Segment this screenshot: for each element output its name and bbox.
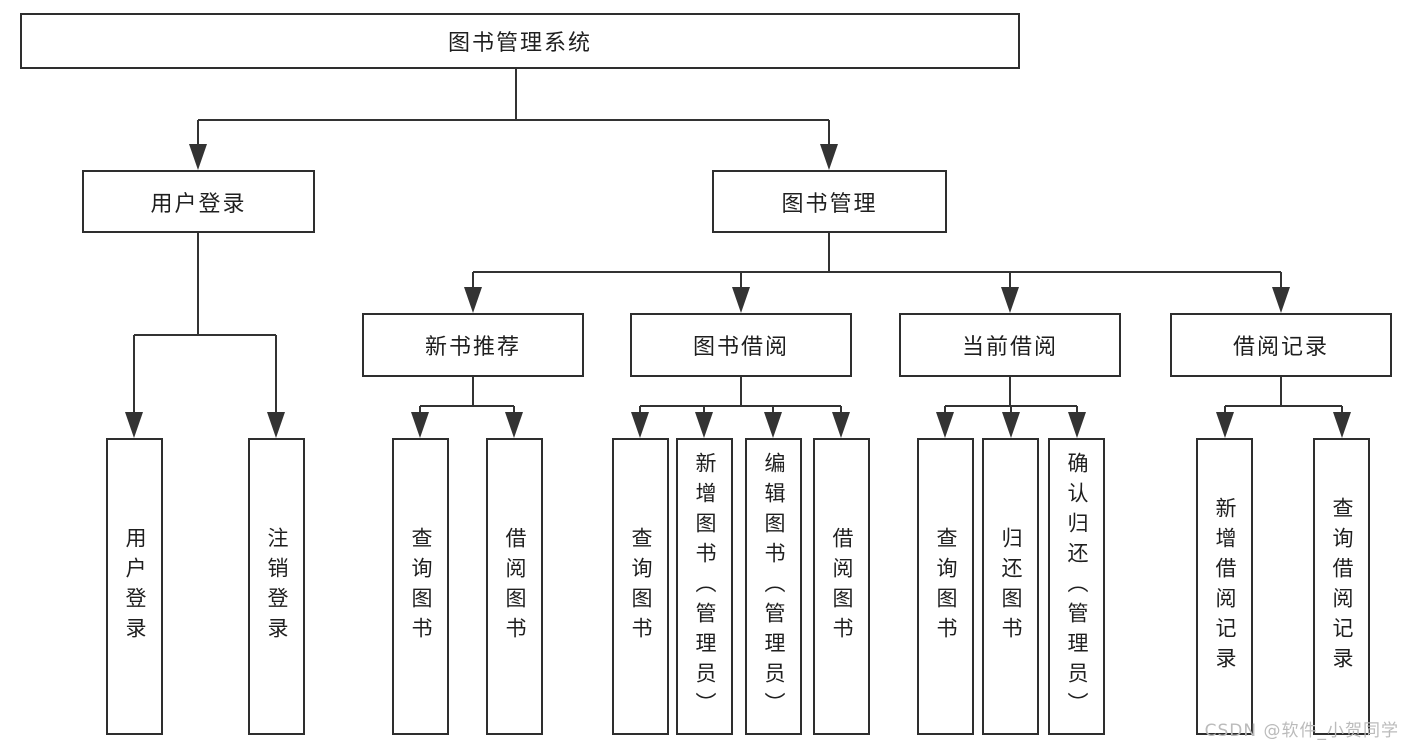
- leaf-query-books-current-label: 查询图书: [934, 526, 958, 647]
- leaf-logout: 注销登录: [248, 438, 305, 735]
- node-current-borrowing: 当前借阅: [899, 313, 1121, 377]
- leaf-query-borrow-record-label: 查询借阅记录: [1330, 496, 1354, 677]
- leaf-add-borrow-record: 新增借阅记录: [1196, 438, 1253, 735]
- leaf-query-books-current: 查询图书: [917, 438, 974, 735]
- node-borrowing-records: 借阅记录: [1170, 313, 1392, 377]
- leaf-return-book-label: 归还图书: [999, 526, 1023, 647]
- leaf-confirm-return-admin: 确认归还（管理员）: [1048, 438, 1105, 735]
- node-book-management: 图书管理: [712, 170, 947, 233]
- leaf-query-books-borrowing-label: 查询图书: [629, 526, 653, 647]
- leaf-query-books-recommend: 查询图书: [392, 438, 449, 735]
- leaf-return-book: 归还图书: [982, 438, 1039, 735]
- leaf-borrow-books-recommend-label: 借阅图书: [503, 526, 527, 647]
- leaf-add-book-admin: 新增图书（管理员）: [676, 438, 733, 735]
- csdn-watermark: CSDN @软件_小贺同学: [1204, 721, 1399, 741]
- leaf-borrow-books: 借阅图书: [813, 438, 870, 735]
- node-user-login: 用户登录: [82, 170, 315, 233]
- leaf-edit-book-admin-label: 编辑图书（管理员）: [762, 451, 786, 722]
- node-root: 图书管理系统: [20, 13, 1020, 69]
- node-borrowing-records-label: 借阅记录: [1232, 335, 1329, 360]
- leaf-query-books-recommend-label: 查询图书: [409, 526, 433, 647]
- leaf-borrow-books-label: 借阅图书: [830, 526, 854, 647]
- leaf-query-borrow-record: 查询借阅记录: [1313, 438, 1370, 735]
- node-book-management-label: 图书管理: [781, 191, 878, 217]
- node-new-book-recommend-label: 新书推荐: [424, 335, 521, 360]
- node-root-label: 图书管理系统: [447, 31, 592, 56]
- leaf-query-books-borrowing: 查询图书: [612, 438, 669, 735]
- leaf-borrow-books-recommend: 借阅图书: [486, 438, 543, 735]
- node-current-borrowing-label: 当前借阅: [961, 335, 1058, 360]
- node-book-borrowing: 图书借阅: [630, 313, 852, 377]
- leaf-edit-book-admin: 编辑图书（管理员）: [745, 438, 802, 735]
- node-user-login-label: 用户登录: [150, 191, 247, 217]
- leaf-add-book-admin-label: 新增图书（管理员）: [693, 451, 717, 722]
- leaf-logout-label: 注销登录: [265, 526, 289, 647]
- node-new-book-recommend: 新书推荐: [362, 313, 584, 377]
- node-book-borrowing-label: 图书借阅: [692, 335, 789, 360]
- leaf-user-login: 用户登录: [106, 438, 163, 735]
- leaf-confirm-return-admin-label: 确认归还（管理员）: [1065, 451, 1089, 722]
- leaf-add-borrow-record-label: 新增借阅记录: [1213, 496, 1237, 677]
- leaf-user-login-label: 用户登录: [123, 526, 147, 647]
